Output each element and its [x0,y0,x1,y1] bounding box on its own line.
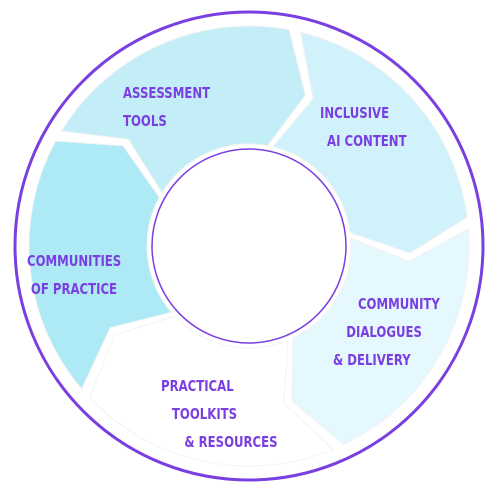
segment-label-community-dialogues-delivery: COMMUNITY DIALOGUES & DELIVERY [333,290,440,374]
segment-practical-toolkits-resources [88,315,335,467]
segment-label-line: & DELIVERY [333,351,411,369]
segment-inclusive-ai-content [271,31,468,254]
segment-label-line: OF PRACTICE [30,280,118,298]
segment-label-communities-of-practice: COMMUNITIES OF PRACTICE [27,247,121,303]
segment-assessment-tools [60,25,306,194]
segment-label-line: COMMUNITIES [27,252,122,270]
segment-label-practical-toolkits-resources: PRACTICAL TOOLKITS & RESOURCES [161,372,278,456]
segment-label-inclusive-ai-content: INCLUSIVE AI CONTENT [320,99,407,155]
segment-label-line: DIALOGUES [346,323,422,341]
segment-community-dialogues-delivery [291,227,470,446]
segment-label-line: PRACTICAL [161,377,234,395]
segment-label-line: COMMUNITY [357,295,440,313]
segment-label-line: & RESOURCES [184,433,278,451]
segment-label-line: TOOLKITS [171,405,238,423]
segment-label-assessment-tools: ASSESSMENT TOOLS [123,79,210,135]
inner-circle [151,148,347,344]
segment-communities-of-practice [28,140,173,390]
segment-label-line: AI CONTENT [327,132,407,150]
segment-label-line: INCLUSIVE [320,104,390,122]
segment-label-line: ASSESSMENT [123,84,211,102]
segment-label-line: TOOLS [123,112,167,130]
